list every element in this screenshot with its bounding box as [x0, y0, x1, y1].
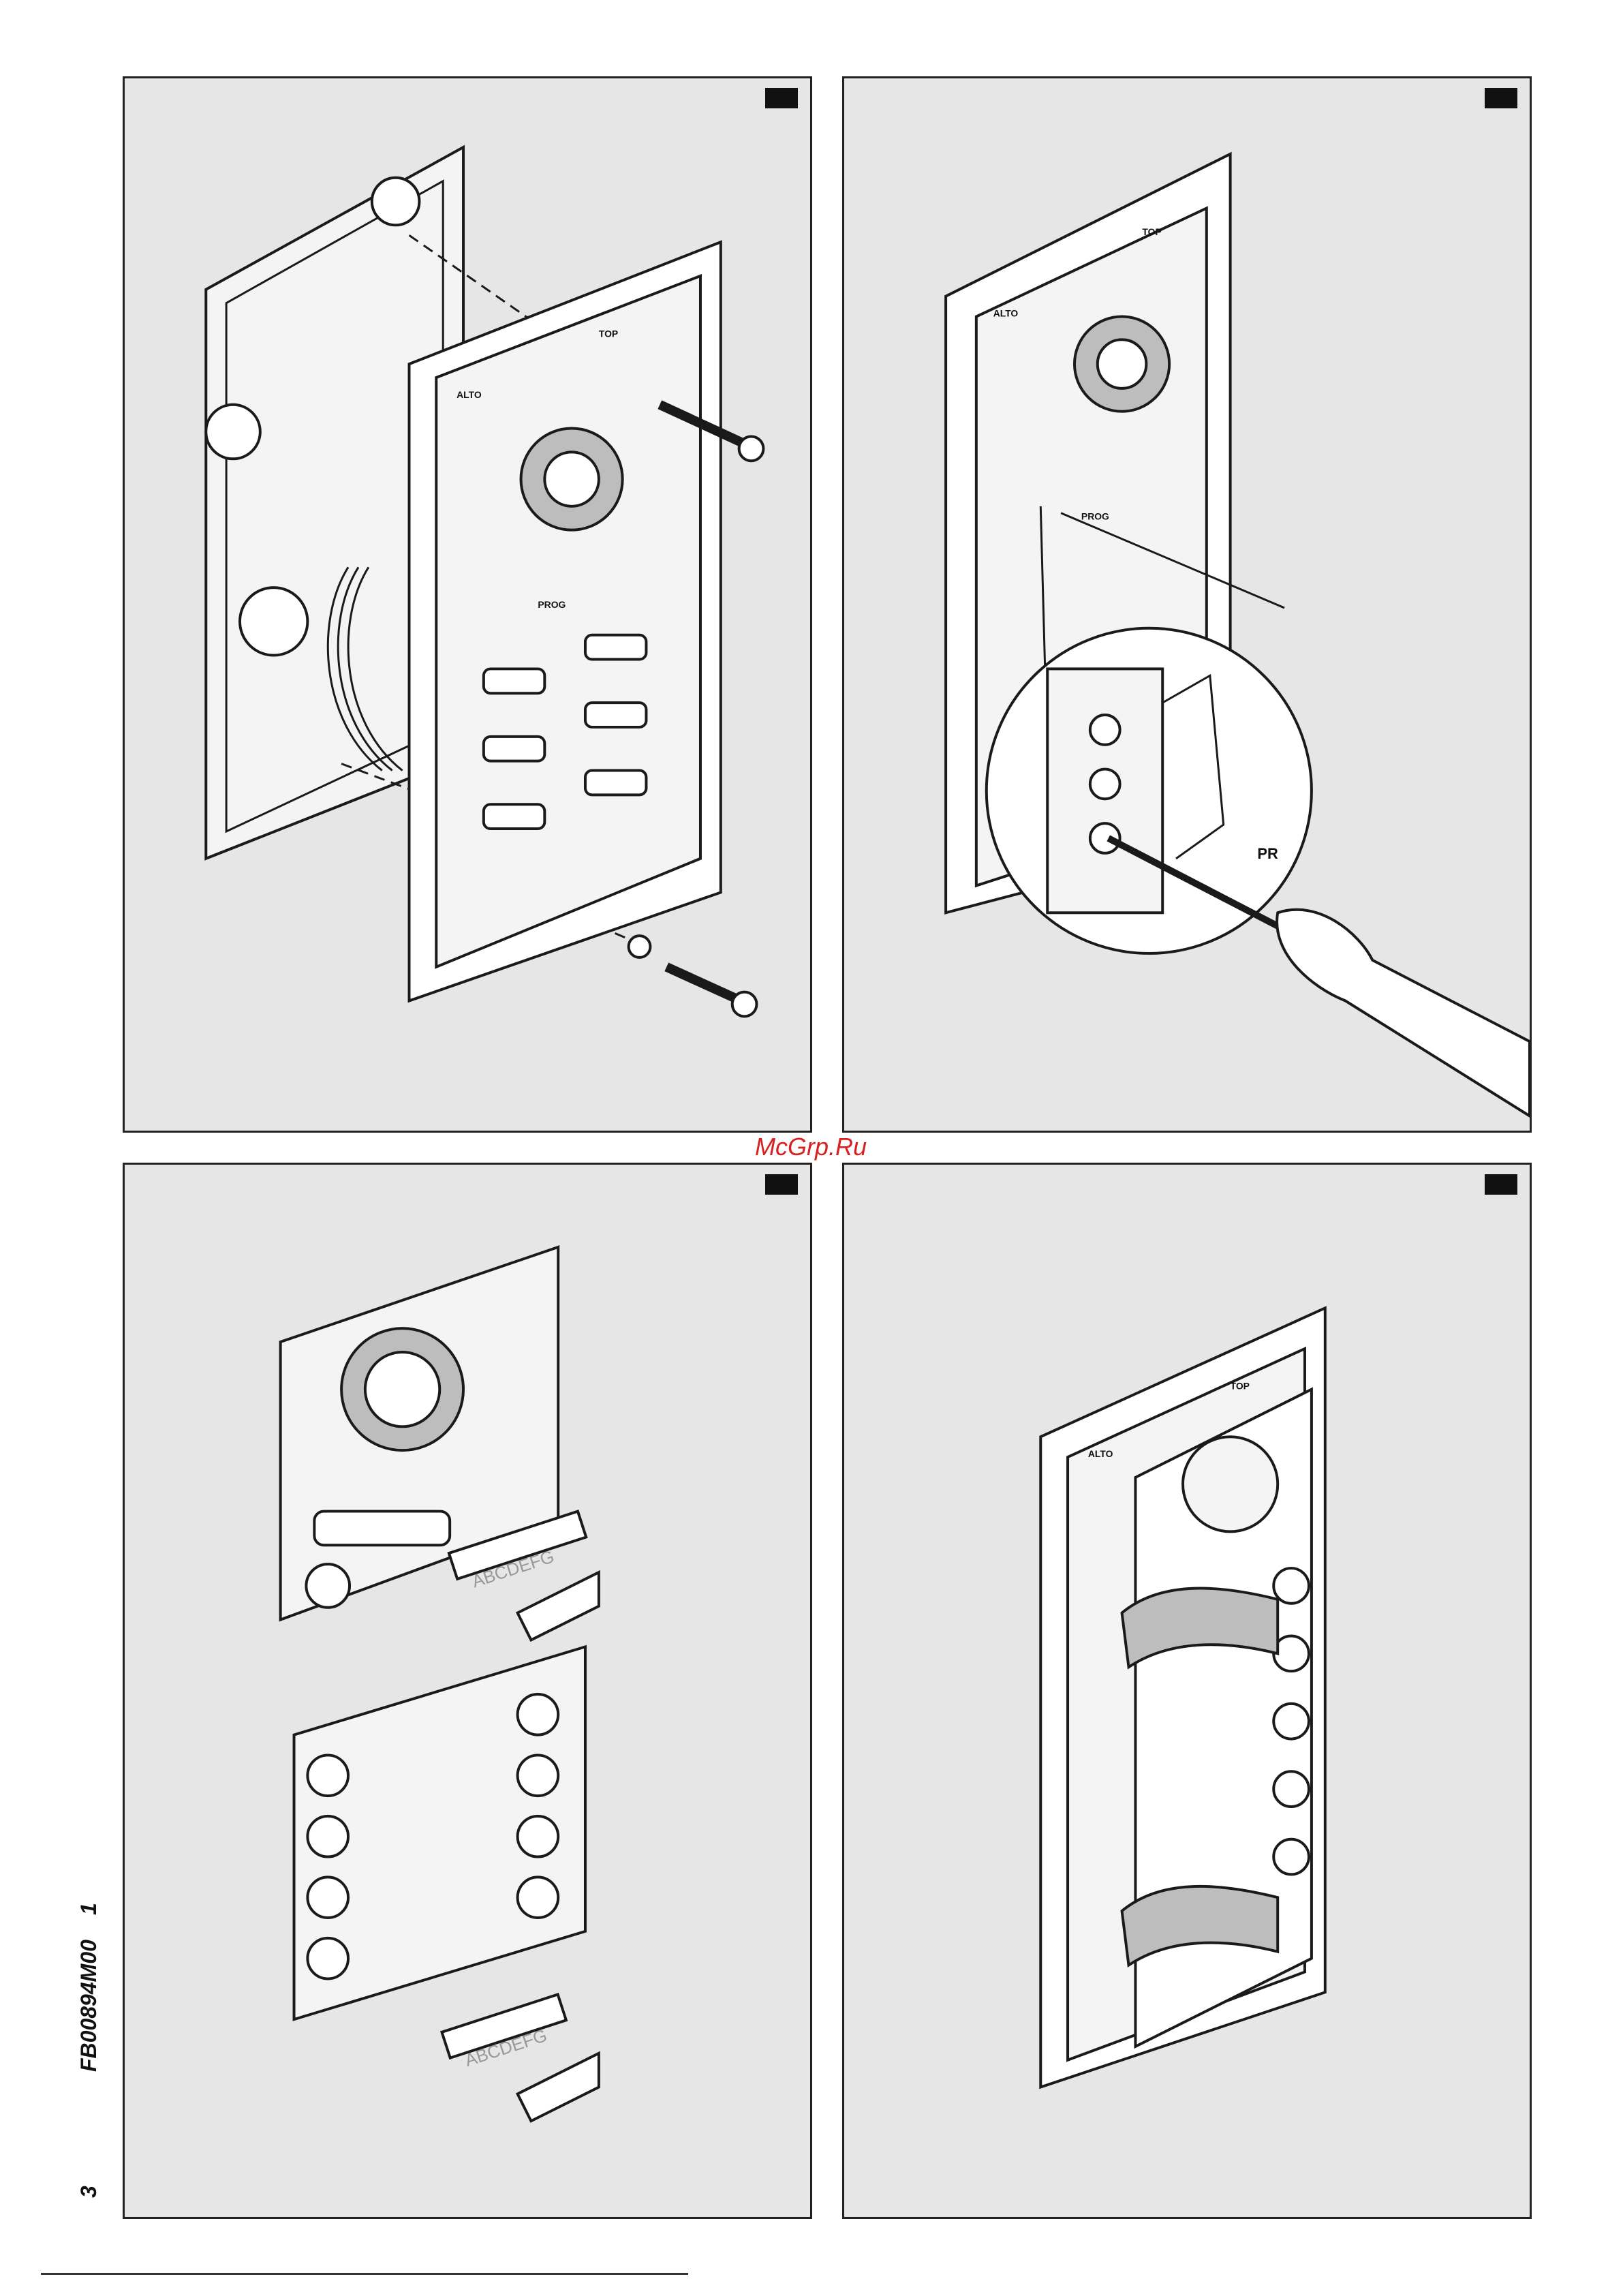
panel-2-drawing: ALTO TOP PROG PR [844, 78, 1530, 1131]
box-knockout-top [206, 405, 260, 459]
module-plate [436, 276, 700, 967]
button-8 [518, 1877, 559, 1918]
top-label: TOP [1231, 1381, 1250, 1392]
panel-4-drawing: ALTO TOP [844, 1165, 1530, 2217]
panel-1-box-installation: ALTO TOP PROG [123, 76, 812, 1133]
button-6 [518, 1816, 559, 1857]
footer-rule [41, 2273, 688, 2275]
spring-hinge [372, 178, 420, 226]
button-label-6 [585, 771, 646, 795]
prog-switch-1 [1090, 715, 1120, 745]
prog-label: PROG [538, 599, 566, 610]
button-2 [518, 1694, 559, 1735]
button-7 [307, 1938, 348, 1979]
button-4 [518, 1755, 559, 1796]
button-label-4 [585, 703, 646, 727]
panel-1-drawing: ALTO TOP PROG [125, 78, 810, 1131]
alto-label: ALTO [1088, 1448, 1113, 1459]
cover-button-1 [1273, 1568, 1309, 1604]
panel-4-front-plate: ALTO TOP [842, 1163, 1532, 2219]
prog-switch-2 [1090, 769, 1120, 799]
card-clip-2 [518, 2053, 599, 2121]
cover-camera-window [1183, 1437, 1278, 1531]
screw-bottom [666, 967, 741, 1001]
button-5 [307, 1877, 348, 1918]
washer [629, 936, 651, 958]
top-label: TOP [599, 328, 618, 339]
doc-code: FB00894M00 [76, 1940, 102, 2072]
cover-button-3 [1273, 1704, 1309, 1739]
button-1 [307, 1755, 348, 1796]
watermark: McGrp.Ru [709, 1133, 913, 1161]
alto-label: ALTO [993, 308, 1019, 319]
doc-revision: 1 [76, 1903, 102, 1915]
box-knockout-mid [240, 587, 307, 655]
panel-2-screwdriver-detail: ALTO TOP PROG PR [842, 76, 1532, 1133]
name-window [314, 1512, 450, 1546]
button-label-3 [484, 737, 544, 761]
button-label-1 [484, 669, 544, 693]
call-button [306, 1564, 350, 1608]
button-label-2 [585, 635, 646, 660]
zoom-prog-label: PR [1257, 845, 1278, 862]
panel-3-drawing: ABCDEFG ABCDEFG [125, 1165, 810, 2217]
button-label-5 [484, 804, 544, 829]
screwdriver-handle [1277, 910, 1530, 1116]
cover-button-5 [1273, 1839, 1309, 1875]
card-clip-1 [518, 1572, 599, 1640]
button-3 [307, 1816, 348, 1857]
top-label: TOP [1142, 226, 1161, 237]
prog-label: PROG [1081, 511, 1109, 522]
panel-3-modules-cards: ABCDEFG ABCDEFG [123, 1163, 812, 2219]
cover-button-4 [1273, 1771, 1309, 1807]
page-number: 3 [76, 2186, 102, 2198]
alto-label: ALTO [457, 389, 482, 400]
